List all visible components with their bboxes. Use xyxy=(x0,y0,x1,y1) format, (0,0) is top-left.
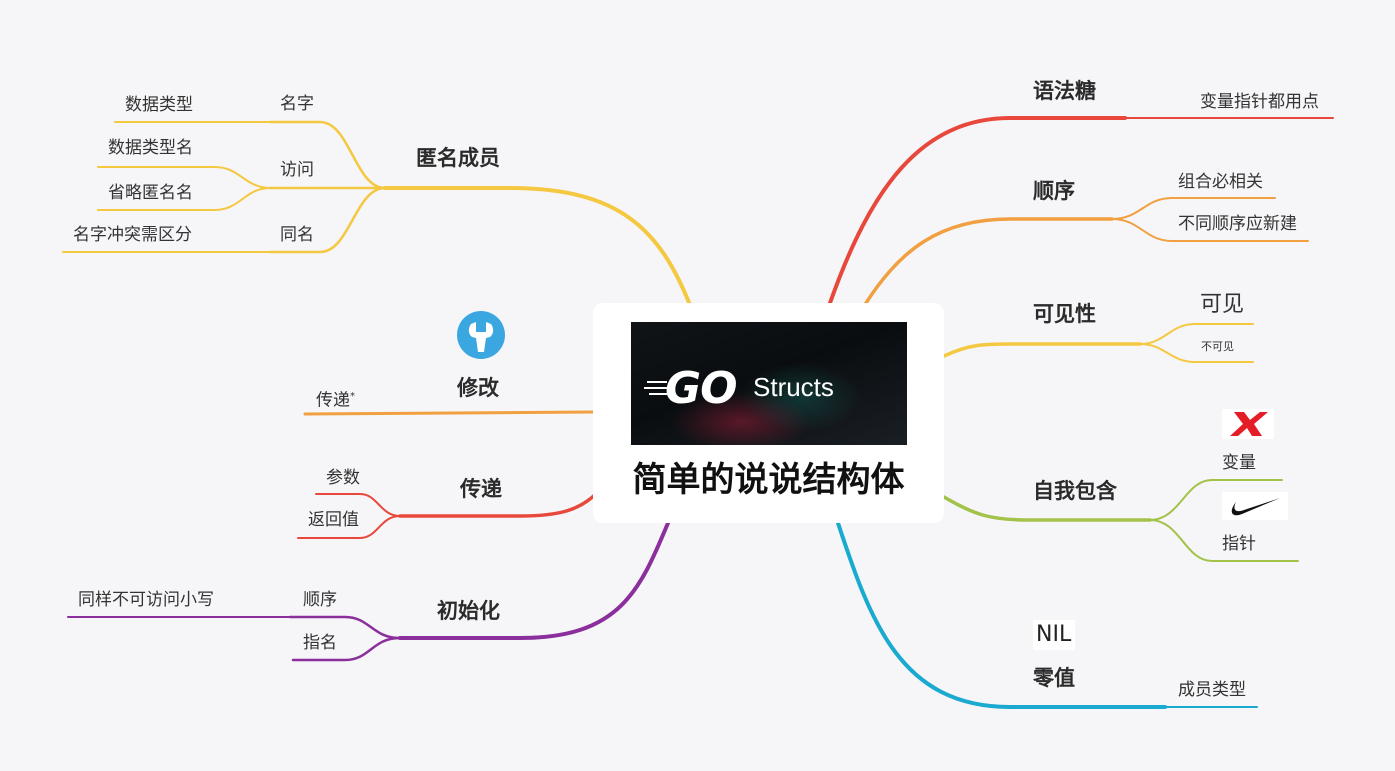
topic-syntax-sugar[interactable]: 语法糖 xyxy=(1033,79,1096,103)
subtopic-order[interactable]: 顺序 xyxy=(303,590,337,610)
branch-anon-access-leaf2 xyxy=(97,187,271,211)
leaf-return-value[interactable]: 返回值 xyxy=(308,510,359,530)
branch-zero xyxy=(836,521,1167,709)
leaf-pass-mark: * xyxy=(350,391,355,402)
branch-pass-leaf2 xyxy=(297,515,401,539)
nil-badge: NIL xyxy=(1033,620,1075,650)
leaf-visible[interactable]: 可见 xyxy=(1200,292,1245,317)
branch-sugar xyxy=(828,116,1127,305)
go-logo-text: GO xyxy=(665,363,738,414)
branch-anon-access-leaf1 xyxy=(97,166,271,189)
swoosh-icon xyxy=(1222,492,1288,520)
branch-anon-name xyxy=(268,120,387,190)
subtopic-named[interactable]: 指名 xyxy=(303,633,337,653)
leaf-invisible[interactable]: 不可见 xyxy=(1201,340,1234,353)
branch-init-order xyxy=(288,615,402,640)
topic-init[interactable]: 初始化 xyxy=(437,599,500,623)
branch-order-leaf1 xyxy=(1111,197,1276,220)
branch-visibility xyxy=(942,342,1142,358)
branch-visibility-leaf2 xyxy=(1139,343,1254,363)
subtopic-same-name[interactable]: 同名 xyxy=(280,225,314,245)
subtopic-access[interactable]: 访问 xyxy=(280,160,314,180)
topic-anon-members[interactable]: 匿名成员 xyxy=(416,146,500,170)
leaf-variable[interactable]: 变量 xyxy=(1222,453,1256,473)
speed-line xyxy=(647,381,667,383)
branch-order-leaf2 xyxy=(1111,218,1309,242)
branch-init xyxy=(398,521,670,640)
banner-glow-red xyxy=(671,392,811,445)
topic-pass[interactable]: 传递 xyxy=(460,477,502,501)
leaf-member-type[interactable]: 成员类型 xyxy=(1178,680,1246,700)
leaf-combination-related[interactable]: 组合必相关 xyxy=(1178,172,1263,192)
subtopic-name[interactable]: 名字 xyxy=(280,94,314,114)
leaf-pass-text: 传递 xyxy=(316,390,350,411)
topic-visibility[interactable]: 可见性 xyxy=(1033,302,1096,326)
leaf-omit-anon-name[interactable]: 省略匿名名 xyxy=(108,183,193,203)
topic-modify[interactable]: 修改 xyxy=(457,376,499,400)
branch-selfref-leaf2 xyxy=(1149,519,1299,562)
leaf-pass-pointer[interactable]: 传递* xyxy=(316,387,355,411)
wrench-icon xyxy=(456,310,506,360)
leaf-new-order-new-type[interactable]: 不同顺序应新建 xyxy=(1178,214,1297,234)
branch-order xyxy=(864,217,1114,305)
branch-selfref xyxy=(942,495,1152,522)
central-topic[interactable]: GO Structs 简单的说说结构体 xyxy=(593,303,944,523)
x-mark-icon xyxy=(1222,409,1274,439)
leaf-lowercase-inaccessible[interactable]: 同样不可访问小写 xyxy=(78,590,214,610)
branch-visibility-leaf1 xyxy=(1139,323,1254,345)
leaf-name-conflict[interactable]: 名字冲突需区分 xyxy=(73,225,192,245)
branch-selfref-leaf1 xyxy=(1149,479,1283,521)
nil-text: NIL xyxy=(1036,622,1072,647)
branch-anon xyxy=(383,186,692,307)
speed-line xyxy=(649,393,667,395)
leaf-param[interactable]: 参数 xyxy=(326,468,360,488)
branch-modify xyxy=(303,410,595,416)
go-structs-banner: GO Structs xyxy=(631,322,907,445)
branch-init-named xyxy=(291,636,402,662)
speed-line xyxy=(644,387,668,389)
branch-pass xyxy=(398,490,600,518)
branch-pass-leaf1 xyxy=(315,493,401,517)
leaf-data-type[interactable]: 数据类型 xyxy=(125,95,193,115)
leaf-dot-access[interactable]: 变量指针都用点 xyxy=(1200,92,1319,112)
topic-self-reference[interactable]: 自我包含 xyxy=(1033,479,1117,503)
leaf-data-type-name[interactable]: 数据类型名 xyxy=(108,138,193,158)
banner-structs-text: Structs xyxy=(753,372,834,402)
central-topic-title: 简单的说说结构体 xyxy=(632,460,905,500)
banner-glow-teal xyxy=(741,362,861,432)
leaf-pointer[interactable]: 指针 xyxy=(1222,534,1256,554)
branch-anon-same xyxy=(268,186,387,254)
topic-zero-value[interactable]: 零值 xyxy=(1033,666,1075,690)
topic-order[interactable]: 顺序 xyxy=(1033,179,1075,203)
